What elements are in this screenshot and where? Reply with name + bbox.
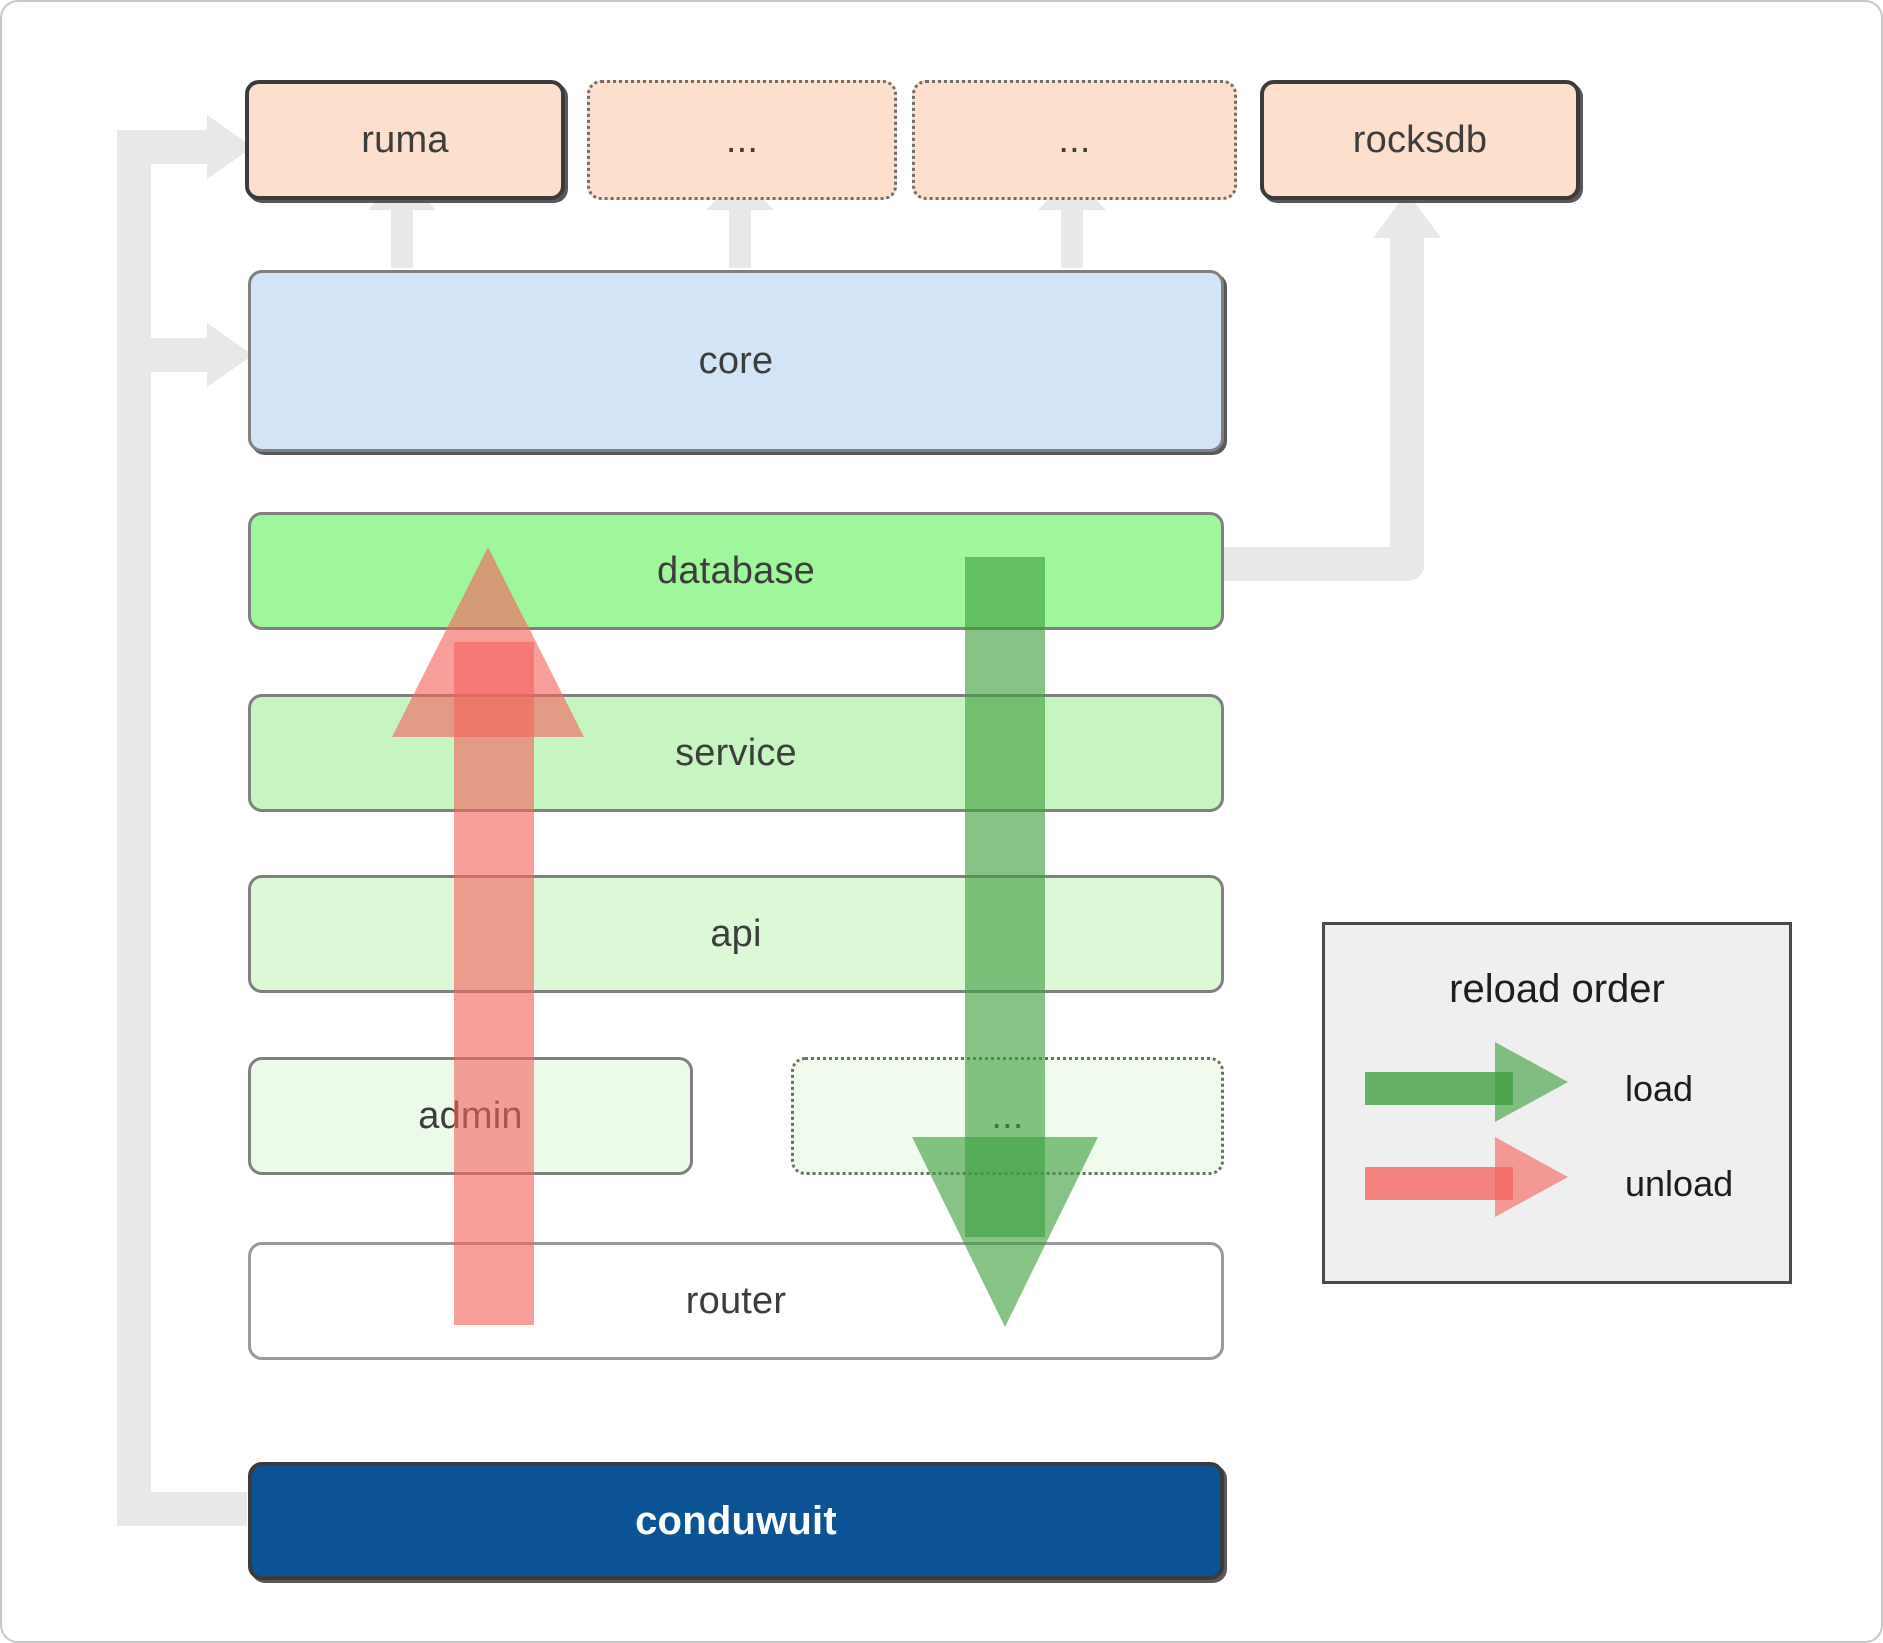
crate-label-dots-2: ... (1058, 118, 1091, 161)
crate-label-api: api (710, 912, 762, 955)
legend-load-arrow-head (1495, 1042, 1568, 1122)
load-arrow-shaft (965, 557, 1045, 1237)
crate-label-service: service (675, 731, 797, 774)
crate-label-conduwuit: conduwuit (635, 1498, 837, 1543)
legend-load-arrow-shaft (1365, 1072, 1513, 1105)
unload-arrow-notch (392, 691, 584, 739)
crate-box-core[interactable]: core (248, 270, 1224, 452)
crate-box-conduwuit[interactable]: conduwuit (248, 1462, 1224, 1580)
load-arrow-head (912, 1137, 1098, 1327)
legend-title: reload order (1449, 967, 1665, 1011)
legend-label-unload: unload (1625, 1163, 1734, 1204)
unload-arrow-shaft (454, 642, 534, 1325)
connector-database-to-rocksdb-vertical (1390, 230, 1424, 570)
connector-arrowhead-core (207, 323, 253, 387)
crate-label-dots-1: ... (725, 118, 759, 161)
crate-box-api[interactable]: api (248, 875, 1224, 993)
legend-panel: reload order load unload (1322, 922, 1792, 1284)
crate-label-core: core (698, 339, 774, 382)
crate-label-router: router (685, 1279, 787, 1322)
legend-unload-arrow-shaft (1365, 1167, 1513, 1200)
crate-label-database: database (657, 549, 815, 592)
legend-unload-arrow-head (1495, 1137, 1568, 1217)
connector-branch-to-conduwuit (117, 1492, 247, 1526)
crate-box-ruma[interactable]: ruma (245, 80, 565, 200)
connector-core-to-ruma-shaft (391, 198, 413, 268)
crate-box-dots-2[interactable]: ... (912, 80, 1237, 200)
connector-core-to-dots1-shaft (729, 198, 751, 268)
crate-label-rocksdb: rocksdb (1352, 118, 1488, 161)
crate-box-dots-1[interactable]: ... (587, 80, 897, 200)
unload-arrow-head (392, 547, 584, 737)
crate-box-rocksdb[interactable]: rocksdb (1260, 80, 1580, 200)
crate-label-ruma: ruma (361, 118, 449, 161)
legend-label-load: load (1625, 1068, 1694, 1109)
connector-core-to-dots2-shaft (1061, 198, 1083, 268)
